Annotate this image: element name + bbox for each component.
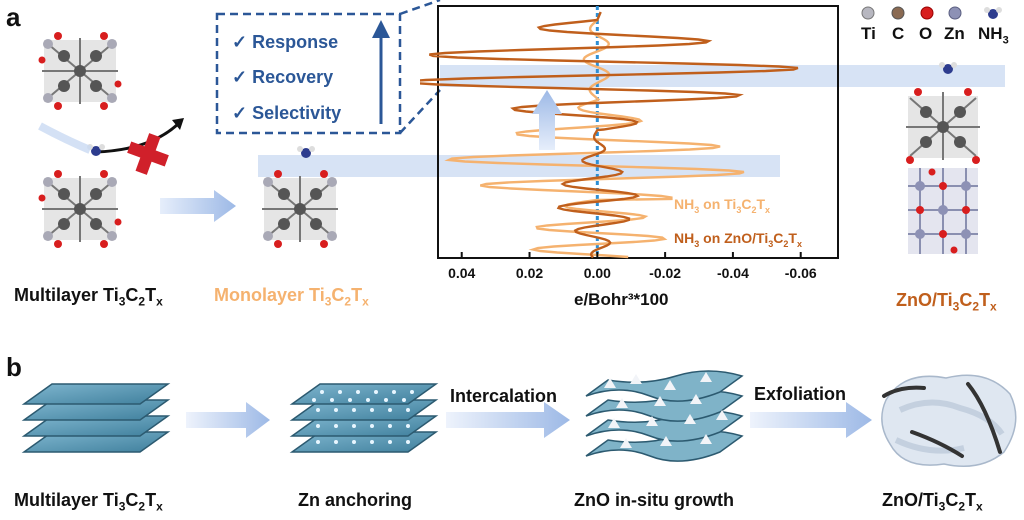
series-line-zno-ti3c2tx <box>420 11 799 259</box>
chart-x-ticks: 0.04 0.02 0.00 -0.02 -0.04 -0.06 <box>448 252 817 281</box>
x-tick-label: -0.02 <box>649 265 681 281</box>
series-line-ti3c2tx <box>444 19 745 259</box>
arrow-b-3 <box>750 402 872 438</box>
label-monolayer: Monolayer Ti3C2Tx <box>214 285 369 309</box>
nh3-atom-icon <box>984 7 1002 19</box>
legend-nh3: NH3 <box>978 24 1009 47</box>
label-multilayer-a: Multilayer Ti3C2Tx <box>14 285 163 309</box>
zn-atom-icon <box>948 6 962 20</box>
x-tick-label: 0.00 <box>584 265 611 281</box>
chart-frame <box>437 5 839 259</box>
chart-curves <box>420 6 799 259</box>
motion-trail <box>38 122 92 154</box>
check-selectivity: ✓ Selectivity <box>232 103 342 123</box>
nh3-molecule-adsorbed <box>297 146 315 158</box>
blocked-arrow <box>95 122 180 154</box>
stack-zn-anchoring <box>289 383 439 453</box>
check-recovery: ✓ Recovery <box>232 67 334 87</box>
panel-a-graphics <box>38 0 1005 254</box>
arrow-b-1 <box>186 402 270 438</box>
step-label-zn-anchoring: Zn anchoring <box>298 490 412 510</box>
arrow-to-monolayer <box>160 190 236 222</box>
panel-letter-b: b <box>6 352 22 382</box>
legend-c: C <box>892 24 905 43</box>
arrow-b-2 <box>446 402 570 438</box>
x-tick-label: -0.06 <box>785 265 817 281</box>
red-cross-icon <box>127 133 169 175</box>
band-lower <box>258 155 780 177</box>
panel-b-graphics <box>21 370 1017 467</box>
label-intercalation: Intercalation <box>450 386 558 406</box>
x-tick-label: 0.02 <box>516 265 543 281</box>
series-legend-ti3c2tx: NH3 on Ti3C2Tx <box>674 196 771 215</box>
band-upper <box>440 65 1005 87</box>
callout-line-bottom <box>399 89 441 134</box>
panel-letter-a: a <box>6 2 21 32</box>
crystal-monolayer <box>262 170 338 248</box>
o-atom-icon <box>920 6 934 20</box>
crystal-composite <box>906 88 980 254</box>
exfoliated-composite <box>881 374 1017 467</box>
step-label-composite: ZnO/Ti3C2Tx <box>882 490 983 514</box>
nh3-molecule-composite <box>939 62 957 74</box>
stack-multilayer <box>21 383 171 453</box>
step-label-zno-growth: ZnO in-situ growth <box>574 490 734 510</box>
legend-o: O <box>919 24 933 43</box>
charge-density-chart: 0.04 0.02 0.00 -0.02 -0.04 -0.06 <box>420 5 839 281</box>
step-label-multilayer: Multilayer Ti3C2Tx <box>14 490 163 514</box>
x-tick-label: 0.04 <box>448 265 475 281</box>
label-exfoliation: Exfoliation <box>754 384 847 404</box>
label-composite-a: ZnO/Ti3C2Tx <box>896 290 997 314</box>
c-atom-icon <box>891 6 905 20</box>
check-response: ✓ Response <box>232 32 339 52</box>
x-tick-label: -0.04 <box>717 265 749 281</box>
crystal-multilayer-bottom <box>38 170 122 248</box>
legend-ti: Ti <box>861 24 876 43</box>
shift-up-arrow <box>532 90 562 150</box>
zno-particles <box>604 372 728 448</box>
chart-x-axis-label: e/Bohr³*100 <box>574 290 669 309</box>
legend-zn: Zn <box>944 24 965 43</box>
series-legend-zno-ti3c2tx: NH3 on ZnO/Ti3C2Tx <box>674 230 802 249</box>
ti-atom-icon <box>861 6 875 20</box>
check-callout-box <box>215 12 402 135</box>
legend-atoms <box>861 6 1002 20</box>
callout-line-top <box>399 0 441 16</box>
crystal-multilayer-top <box>38 32 122 110</box>
improve-arrow-head <box>372 20 390 38</box>
